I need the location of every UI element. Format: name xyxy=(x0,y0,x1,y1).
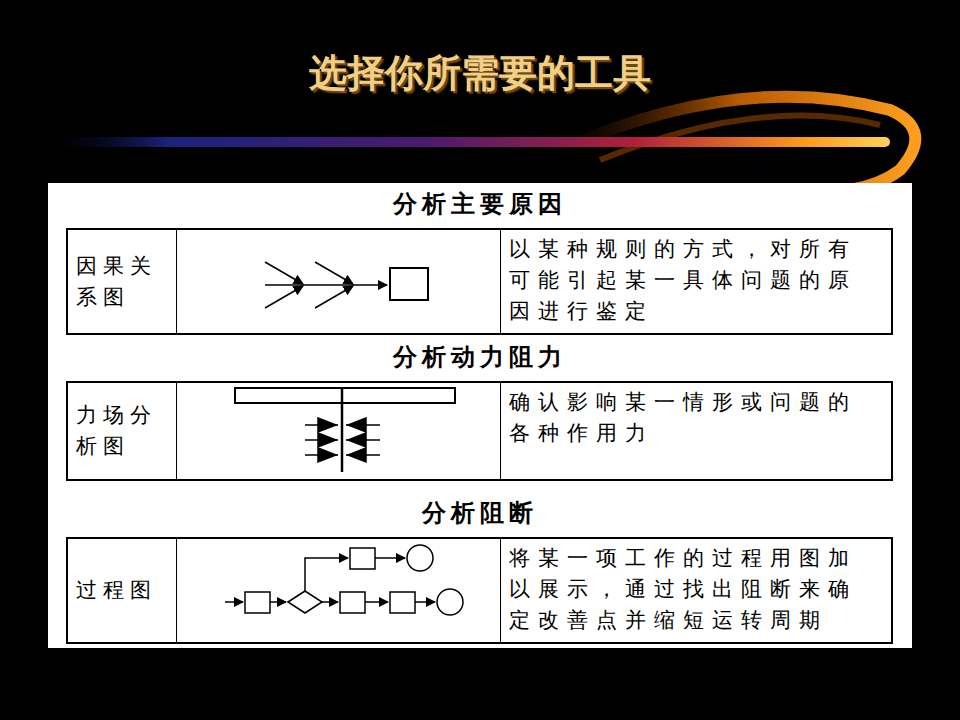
decision-diamond xyxy=(288,591,322,613)
tool-row-frame: 分析动力阻力力场分析图确认影响某一情形或问题的各种作用力 xyxy=(66,381,893,481)
effect-box xyxy=(390,268,428,300)
process-step xyxy=(340,592,365,613)
tool-name-cell: 过程图 xyxy=(68,539,177,642)
fishbone-illustration xyxy=(265,262,428,308)
white-panel xyxy=(48,183,912,648)
force-field-illustration xyxy=(235,388,455,472)
tool-name-cell: 力场分析图 xyxy=(68,383,177,479)
section-heading: 分析主要原因 xyxy=(68,188,891,220)
section-heading: 分析动力阻力 xyxy=(68,341,891,373)
cell-text: 以某种规则的方式，对所有可能引起某一具体问题的原因进行鉴定 xyxy=(509,234,883,327)
fishbone-bone xyxy=(265,262,303,284)
gradient-bar xyxy=(40,137,890,147)
force-bar xyxy=(235,388,455,403)
process-step xyxy=(245,592,270,613)
tool-description-cell: 以某种规则的方式，对所有可能引起某一具体问题的原因进行鉴定 xyxy=(500,230,891,333)
tool-name-cell: 因果关系图 xyxy=(68,230,177,333)
fishbone-bone xyxy=(265,286,303,308)
cell-text: 力场分析图 xyxy=(76,400,168,462)
end-circle xyxy=(437,589,463,615)
process-step xyxy=(350,548,375,569)
tool-row-frame: 分析主要原因因果关系图以某种规则的方式，对所有可能引起某一具体问题的原因进行鉴定 xyxy=(66,228,893,335)
tool-description-cell: 确认影响某一情形或问题的各种作用力 xyxy=(500,383,891,479)
cell-text: 将某一项工作的过程用图加以展示，通过找出阻断来确定改善点并缩短运转周期 xyxy=(509,543,883,636)
process-step xyxy=(390,592,415,613)
tool-row-frame: 分析阻断过程图将某一项工作的过程用图加以展示，通过找出阻断来确定改善点并缩短运转… xyxy=(66,537,893,644)
cell-text: 确认影响某一情形或问题的各种作用力 xyxy=(509,387,883,449)
force-axis xyxy=(341,388,344,472)
section-heading: 分析阻断 xyxy=(68,497,891,529)
cell-text: 过程图 xyxy=(76,575,157,606)
end-circle xyxy=(407,545,433,571)
cell-text: 因果关系图 xyxy=(76,251,168,313)
slide-title: 选择你所需要的工具 xyxy=(0,48,960,99)
fishbone-bone xyxy=(315,286,353,308)
fishbone-bone xyxy=(315,262,353,284)
fishbone-spine xyxy=(265,284,387,286)
tool-description-cell: 将某一项工作的过程用图加以展示，通过找出阻断来确定改善点并缩短运转周期 xyxy=(500,539,891,642)
process-illustration xyxy=(225,545,463,615)
